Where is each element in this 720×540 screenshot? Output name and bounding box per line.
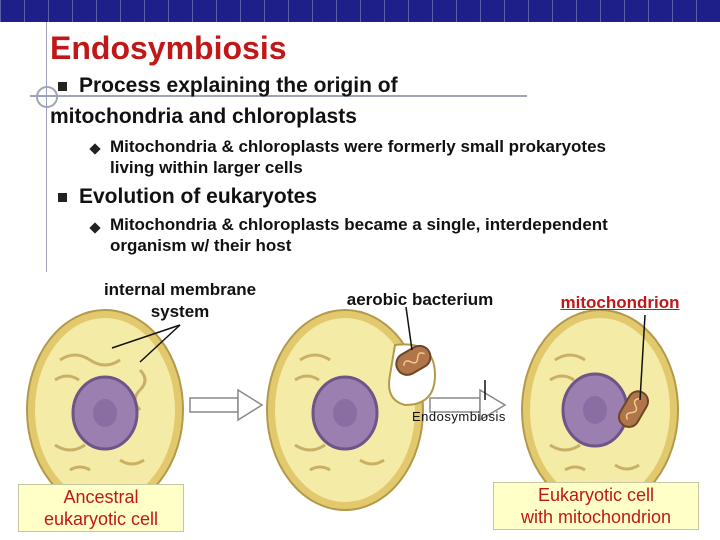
nucleolus [583,396,607,424]
caption-ancestral-line1: Ancestral [63,487,139,507]
internal-membrane-folds [294,353,385,472]
square-bullet-icon [58,192,67,202]
label-pointers [111,306,646,401]
sub-bullet-organism-line1: Mitochondria & chloroplasts became a sin… [110,215,608,234]
crosshair-icon [36,86,58,108]
bullet-evolution-text: Evolution of eukaryotes [79,185,318,208]
mitochondrion [618,390,649,428]
bullet-origin-line1: Process explaining the origin of [79,74,398,97]
nucleolus [93,399,117,427]
label-mitochondrion: mitochondrion [560,293,680,312]
arrow-right-icon [189,388,264,422]
caption-ancestral-cell: Ancestral eukaryotic cell [18,484,184,532]
header-grid [0,0,720,22]
caption-eukaryotic-line2: with mitochondrion [520,507,672,527]
sub-bullet-prokaryotes-line2: living within larger cells [110,158,303,177]
nucleolus [333,399,357,427]
label-internal-membrane: internal membrane system [90,279,270,323]
bullet-evolution: Evolution of eukaryotes [58,185,317,209]
label-internal-membrane-line1: internal membrane [103,280,257,299]
internal-membrane-folds [549,353,640,472]
bullet-origin-line2: mitochondria and chloroplasts [50,105,357,128]
page-title: Endosymbiosis [50,30,287,66]
sub-bullet-organism: Mitochondria & chloroplasts became a sin… [110,214,608,256]
internal-membrane-folds [54,353,147,472]
label-aerobic-bacterium: aerobic bacterium [346,290,494,309]
label-endosymbiosis: Endosymbiosis [412,409,506,424]
bullet-origin: Process explaining the origin of [58,74,398,98]
eukaryotic-cell [521,309,679,511]
decor-horizontal-line [30,95,527,97]
header-bar [0,0,720,22]
decor-vertical-line [46,22,47,272]
sub-bullet-organism-line2: organism w/ their host [110,236,292,255]
bacterium [395,344,432,376]
sub-bullet-prokaryotes-line1: Mitochondria & chloroplasts were formerl… [110,137,606,156]
label-internal-membrane-line2: system [150,302,210,321]
arrow-right-icon [429,388,507,422]
sub-bullet-prokaryotes: Mitochondria & chloroplasts were formerl… [110,136,606,178]
engulfing-cell [266,309,437,511]
caption-eukaryotic-cell: Eukaryotic cell with mitochondrion [493,482,699,530]
ancestral-cell [26,309,184,511]
square-bullet-icon [58,81,67,91]
caption-ancestral-line2: eukaryotic cell [43,509,159,529]
caption-eukaryotic-line1: Eukaryotic cell [537,485,655,505]
